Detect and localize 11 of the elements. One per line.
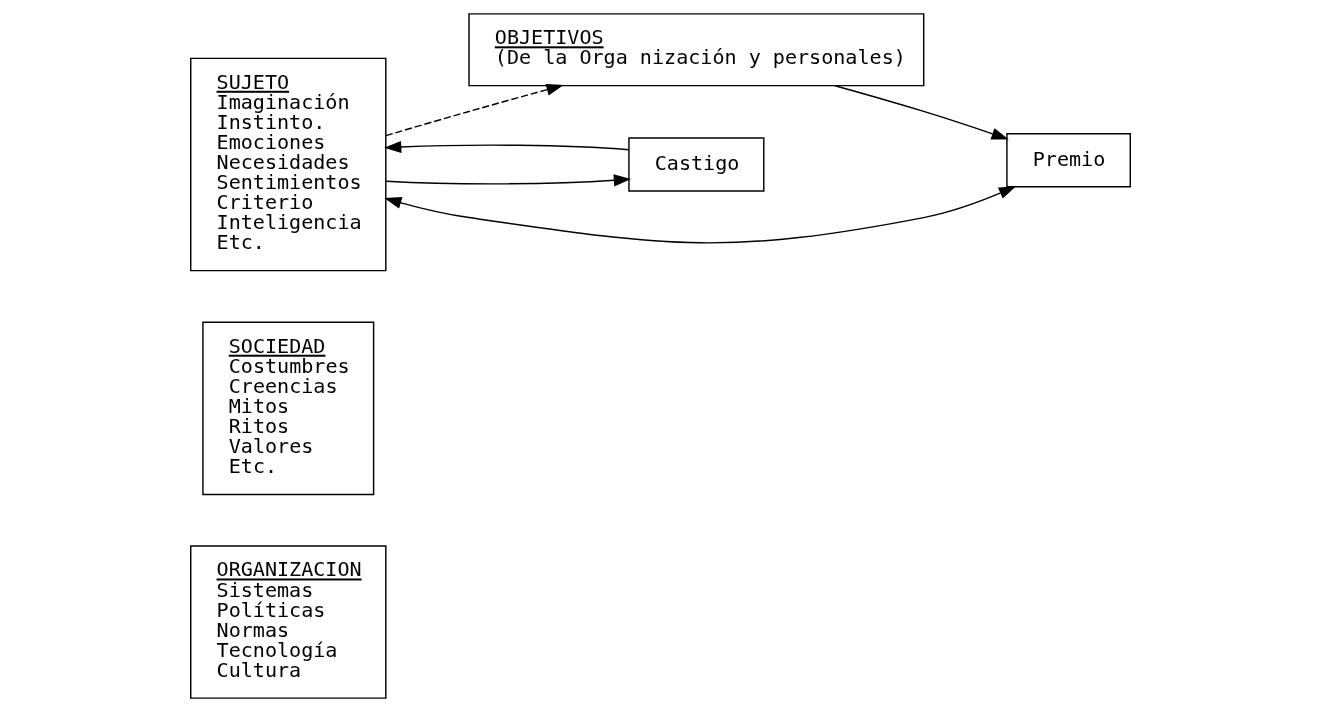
node-box: Castigo <box>628 137 765 192</box>
arrow <box>384 186 1017 244</box>
node-box: OBJETIVOS (De la Orga nización y personales) <box>468 13 925 87</box>
node-box: SUJETO Imaginación Instinto. Emociones Necesidades Sentimientos Criterio Inteligencia Etc. <box>190 57 387 272</box>
node-box: ORGANIZACION Sistemas Políticas Normas Tecnología Cultura <box>190 545 387 699</box>
node-box: Premio <box>1006 132 1131 188</box>
arrow <box>385 83 564 137</box>
arrow <box>385 174 631 187</box>
arrow <box>834 85 1009 140</box>
node-box: SOCIEDAD Costumbres Creencias Mitos Ritos Valores Etc. <box>202 321 375 496</box>
arrow <box>384 140 630 153</box>
